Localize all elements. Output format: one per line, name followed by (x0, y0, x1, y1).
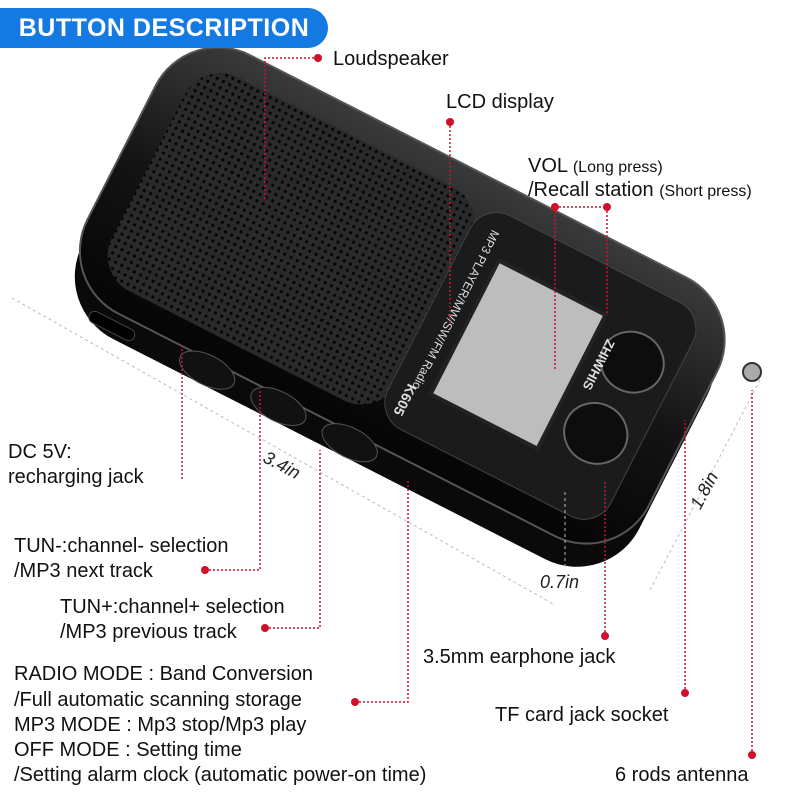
label-tun-plus-1: TUN+:channel+ selection (60, 596, 285, 618)
label-tun-plus-2: /MP3 previous track (60, 621, 237, 643)
label-lcd: LCD display (446, 91, 554, 113)
label-mode-2: /Full automatic scanning storage (14, 689, 302, 711)
vol-minus-button[interactable] (590, 321, 674, 404)
recall-note: (Short press) (659, 183, 752, 200)
label-recall: /Recall station (Short press) (528, 178, 752, 204)
label-vol: VOL (Long press) (528, 154, 663, 180)
leader-lines (181, 57, 753, 755)
mode-button[interactable] (316, 416, 383, 470)
label-mode-1: RADIO MODE : Band Conversion (14, 663, 313, 685)
dc-jack[interactable] (87, 309, 137, 342)
speaker-grille (107, 73, 475, 405)
label-tun-minus-1: TUN-:channel- selection (14, 535, 229, 557)
recall-main: /Recall station (528, 179, 654, 201)
label-mode-4: OFF MODE : Setting time (14, 739, 242, 761)
page-title: BUTTON DESCRIPTION (0, 8, 328, 48)
leader-dots (201, 54, 756, 759)
vol-plus-button[interactable] (554, 392, 638, 475)
vol-note: (Long press) (572, 159, 663, 176)
label-earphone: 3.5mm earphone jack (423, 646, 616, 668)
vol-main: VOL (528, 155, 568, 177)
label-mode-5: /Setting alarm clock (automatic power-on… (14, 764, 427, 786)
antenna-tip (742, 362, 762, 382)
label-tf: TF card jack socket (495, 704, 669, 726)
lcd-screen (427, 257, 609, 452)
label-loudspeaker: Loudspeaker (333, 48, 449, 70)
dimension-lines (11, 297, 761, 606)
tun-minus-button[interactable] (174, 343, 241, 397)
label-dc-2: recharging jack (8, 466, 144, 488)
dimension-depth: 0.7in (540, 572, 580, 592)
tun-plus-button[interactable] (245, 379, 312, 433)
label-antenna: 6 rods antenna (615, 764, 749, 786)
label-mode-3: MP3 MODE : Mp3 stop/Mp3 play (14, 714, 307, 736)
label-dc-1: DC 5V: (8, 441, 72, 463)
label-tun-minus-2: /MP3 next track (14, 560, 153, 582)
